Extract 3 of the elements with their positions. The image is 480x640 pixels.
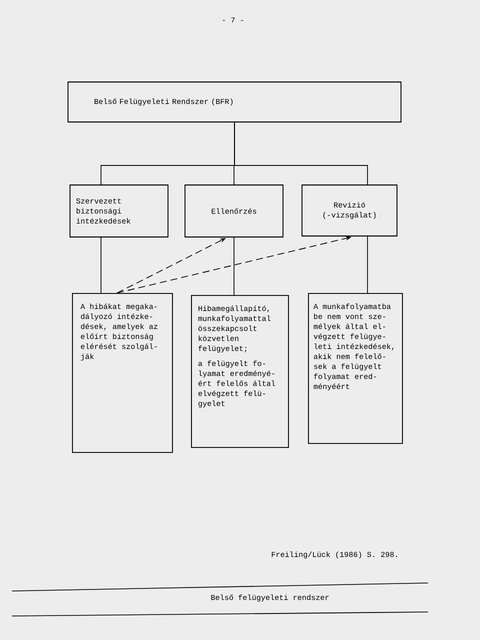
connector-line [100,236,102,294]
connector-line [234,122,368,185]
connector-line [367,236,368,294]
